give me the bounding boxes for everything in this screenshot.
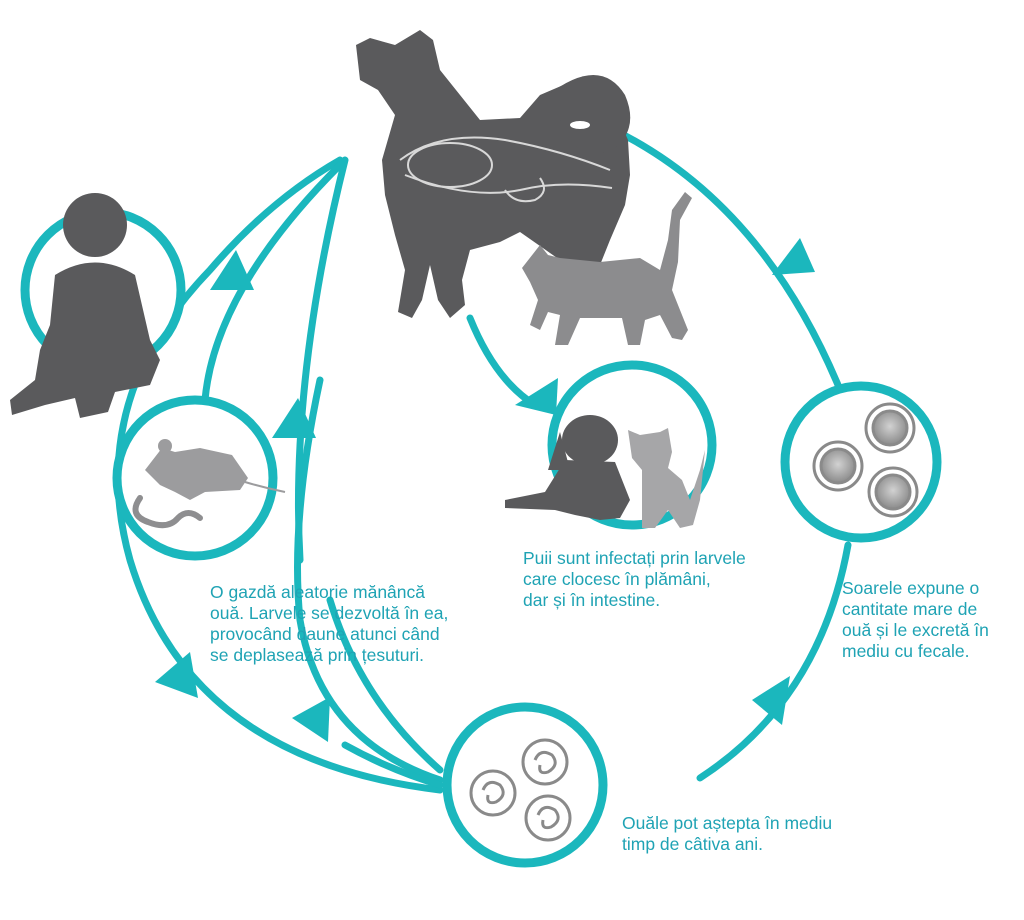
environment-circle [442, 702, 608, 868]
caption-line: provocând daune atunci când [210, 624, 440, 644]
arrow-head-icon [210, 250, 254, 290]
caption-line: dar și în intestine. [523, 590, 661, 610]
arc-host-to-dog-right [294, 156, 349, 564]
egg-icon [812, 440, 864, 492]
caption-young-animals: Puii sunt infectați prin larvele care cl… [523, 548, 746, 611]
arrow-head-icon [155, 652, 198, 698]
kitten-silhouette-icon [628, 428, 705, 528]
egg-icon [867, 466, 919, 518]
cycle-arrows [114, 124, 852, 794]
arrow-head-icon [515, 378, 558, 415]
caption-adult-shedding: Soarele expune o cantitate mare de ouă ș… [842, 578, 989, 662]
caption-line: ouă și le excretă în [842, 620, 989, 640]
larvated-egg-icon [521, 738, 569, 786]
arrow-head-icon [752, 676, 790, 725]
caption-paratenic-host: O gazdă aleatorie mănâncă ouă. Larvele s… [210, 582, 448, 666]
egg-group [812, 402, 919, 518]
caption-line: timp de câtiva ani. [622, 834, 764, 854]
caption-environment: Ouăle pot aștepta în mediu timp de câtiv… [622, 813, 832, 855]
arrow-head-icon [272, 398, 316, 438]
larvated-egg-group [469, 738, 572, 842]
arc-dog-to-adult [606, 124, 842, 389]
caption-line: O gazdă aleatorie mănâncă [210, 582, 425, 602]
arc-env-to-host-mid [326, 596, 444, 774]
baby-silhouette-icon [10, 193, 160, 418]
caption-line: Puii sunt infectați prin larvele [523, 548, 746, 568]
larvated-egg-icon [469, 769, 517, 817]
caption-line: Soarele expune o [842, 578, 980, 598]
caption-line: ouă. Larvele se dezvoltă în ea, [210, 603, 449, 623]
dog-silhouette-icon [356, 30, 631, 318]
larvated-egg-icon [524, 794, 572, 842]
arc-dog-to-young [466, 314, 539, 409]
earthworm-icon [132, 495, 203, 529]
arc-env-left-lower [341, 741, 444, 789]
arrow-heads [155, 238, 815, 742]
caption-line: cantitate mare de [842, 599, 978, 619]
mouse-silhouette-icon [145, 439, 286, 500]
puppy-silhouette-icon [505, 415, 630, 520]
cat-silhouette-icon [522, 192, 692, 345]
caption-line: Ouăle pot aștepta în mediu [622, 813, 833, 833]
arc-adult-to-env [696, 541, 852, 782]
arrow-head-icon [292, 697, 330, 742]
caption-line: se deplasează prin țesuturi. [210, 645, 425, 665]
egg-icon [864, 402, 916, 454]
arrow-head-icon [772, 238, 815, 275]
caption-line: care clocesc în plămâni, [523, 569, 711, 589]
arc-env-to-host-inner [294, 376, 444, 784]
caption-line: mediu cu fecale. [842, 641, 970, 661]
